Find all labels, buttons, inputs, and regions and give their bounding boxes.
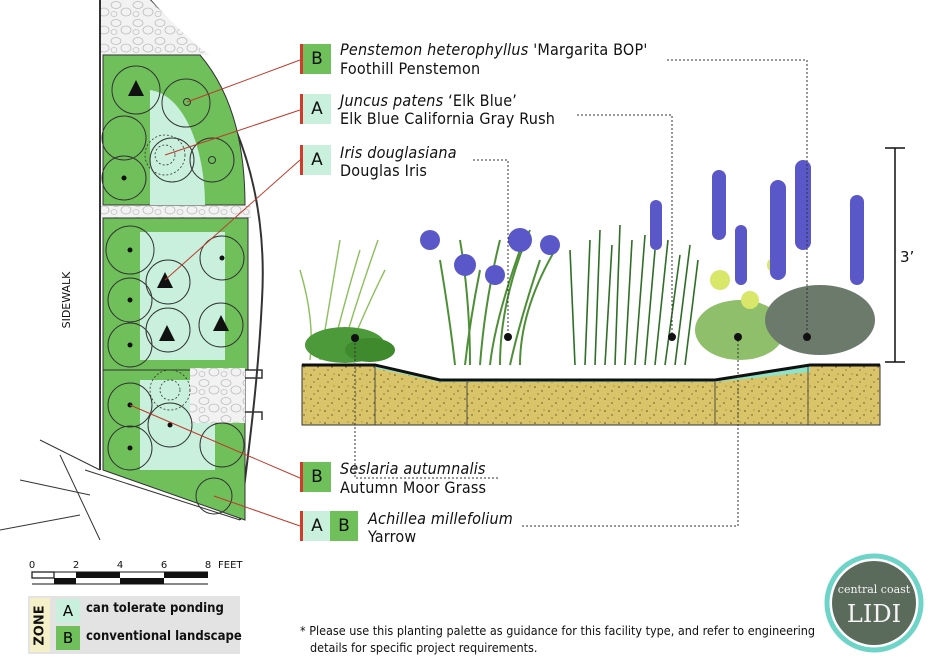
plant-scientific-name: Juncus patens	[340, 91, 444, 110]
plant-cultivar: 'Margarita BOP'	[533, 40, 648, 59]
plan-view: SIDEWALK	[0, 0, 301, 541]
guidance-note-line2: details for specific project requirement…	[310, 640, 538, 655]
zone-badge-b: B	[330, 511, 358, 541]
scale-tick-2: 2	[73, 560, 79, 571]
legend-text-b: conventional landscape	[86, 629, 242, 644]
lidi-logo: central coast LIDI	[824, 553, 924, 653]
zone-badge-a: A	[300, 145, 331, 175]
zone-badge-b: B	[300, 462, 331, 492]
zone-badge-b: B	[300, 44, 331, 74]
plant-cultivar: ‘Elk Blue’	[448, 91, 518, 110]
scale-tick-0: 0	[29, 560, 35, 571]
legend-code-b: B	[56, 626, 80, 650]
plant-scientific-name: Iris douglasiana	[340, 143, 457, 162]
scale-tick-8: 8	[205, 560, 211, 571]
scale-tick-4: 4	[117, 560, 123, 571]
guidance-note: * Please use this planting palette as gu…	[300, 622, 815, 656]
scale-unit: FEET	[218, 560, 243, 571]
plant-common-name: Autumn Moor Grass	[340, 478, 487, 497]
height-label: 3’	[900, 248, 914, 266]
plant-scientific-name: Penstemon heterophyllus	[340, 40, 529, 59]
section-view: 3’	[299, 59, 914, 527]
plant-scientific-name: Achillea millefolium	[368, 509, 514, 528]
scale-bar: 0 2 4 6 8 FEET	[29, 560, 243, 585]
zone-badge-a: A	[300, 94, 331, 124]
zone-badge-a: A	[300, 511, 331, 541]
legend-text-a: can tolerate ponding	[86, 601, 224, 616]
plant-common-name: Yarrow	[368, 527, 417, 546]
guidance-note-line1: * Please use this planting palette as gu…	[300, 623, 816, 638]
plant-scientific-name: Seslaria autumnalis	[340, 459, 486, 478]
sidewalk-label: SIDEWALK	[60, 271, 73, 329]
legend-code-a: A	[56, 599, 80, 623]
plant-common-name: Douglas Iris	[340, 161, 428, 180]
zone-legend-title: ZONE	[32, 604, 48, 646]
logo-line1: central coast	[838, 583, 911, 596]
plant-common-name: Foothill Penstemon	[340, 59, 481, 78]
plant-common-name: Elk Blue California Gray Rush	[340, 109, 556, 128]
logo-line2: LIDI	[847, 600, 901, 628]
scale-tick-6: 6	[161, 560, 167, 571]
